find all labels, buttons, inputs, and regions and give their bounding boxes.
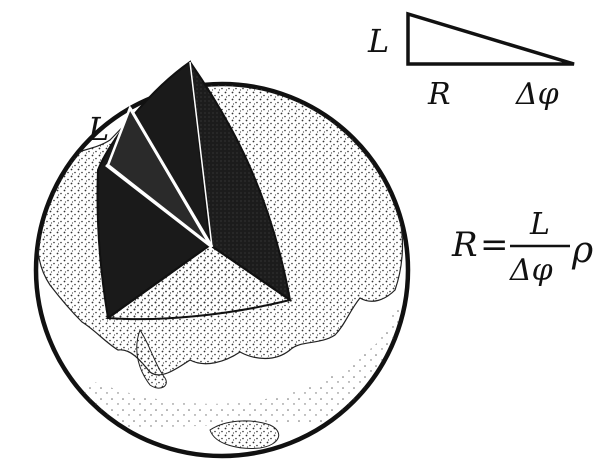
peninsula (136, 328, 167, 389)
globe-label-L: L (87, 110, 109, 148)
formula: R = L Δφ ρ (451, 207, 593, 288)
radius-line-2 (105, 163, 213, 249)
triangle-figure: L R Δφ (367, 11, 575, 112)
triangle-label-R: R (427, 77, 451, 112)
formula-denominator: Δφ (509, 253, 553, 288)
wedge-right-face (189, 61, 292, 303)
formula-lhs: R (451, 225, 478, 265)
cutaway-wedge (96, 60, 293, 321)
wedge-bottom-face (105, 243, 293, 321)
triangle-shape (406, 11, 575, 66)
island (209, 420, 280, 449)
triangle-label-angle: Δφ (515, 77, 559, 112)
radius-line-1 (128, 107, 214, 248)
formula-factor: ρ (571, 230, 593, 271)
formula-numerator: L (529, 207, 550, 242)
ocean-stipple (60, 300, 405, 430)
radius-line-3 (189, 61, 213, 248)
triangle-label-L: L (367, 22, 389, 60)
formula-equals: = (480, 225, 509, 265)
